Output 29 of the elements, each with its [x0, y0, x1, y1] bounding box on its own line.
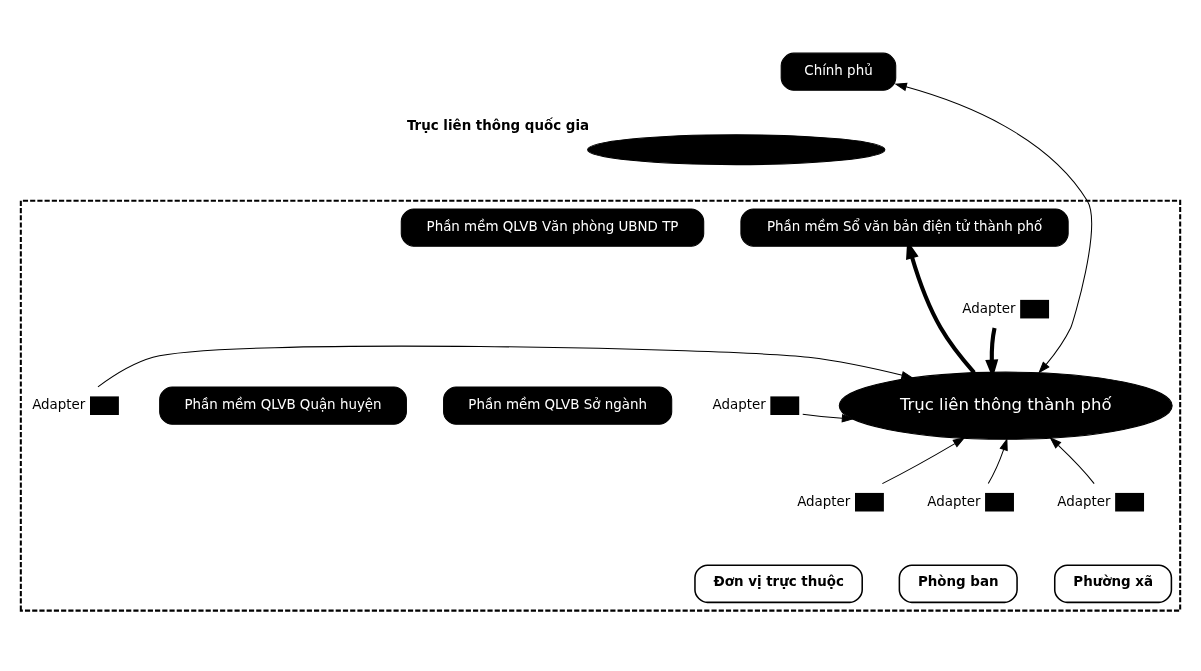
node-box: [770, 395, 800, 415]
node-label: Trục liên thông quốc gia: [406, 117, 590, 133]
node-box: Phần mềm QLVB Sở ngành: [443, 386, 673, 425]
node-ellipse: [587, 133, 886, 165]
node-label: Adapter: [32, 396, 86, 412]
node-box: [90, 395, 119, 415]
node-box: Phòng ban: [898, 563, 1018, 603]
node-label: Adapter: [927, 493, 981, 509]
arrow: [802, 413, 855, 423]
cluster: [19, 199, 1182, 612]
arrow: [894, 82, 1092, 374]
node-box: Phần mềm QLVB Quận huyện: [159, 386, 407, 425]
arrow: [881, 436, 966, 484]
arrow: [97, 345, 914, 387]
node-box: Đơn vị trực thuộc: [694, 563, 863, 603]
node-label: Adapter: [712, 396, 766, 412]
node-box: [1115, 492, 1145, 511]
arrow: [987, 437, 1008, 484]
node-box: Phần mềm QLVB Văn phòng UBND TP: [400, 208, 705, 247]
node-label: Adapter: [962, 300, 1016, 316]
node-box: [1020, 299, 1050, 318]
arrow: [1049, 436, 1095, 484]
node-box: Chính phủ: [780, 52, 897, 91]
node-box: Phường xã: [1053, 563, 1173, 603]
node-label: Adapter: [1057, 493, 1111, 509]
node-label: Adapter: [797, 493, 851, 509]
node-box: [855, 492, 884, 511]
node-box: [985, 492, 1014, 511]
node-box: Phần mềm Sổ văn bản điện tử thành phố: [740, 208, 1069, 247]
